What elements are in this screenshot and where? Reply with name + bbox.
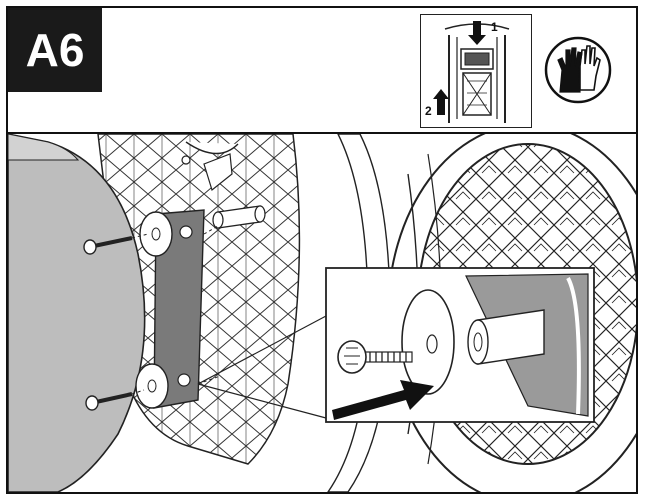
washer-icon: [135, 363, 169, 409]
standoff-post: [467, 309, 545, 365]
magnified-detail-box: [325, 267, 595, 423]
inset-detail-drawing: 1 2: [425, 20, 510, 123]
arrow-icon: [468, 21, 486, 45]
washer-icon: [139, 211, 173, 257]
washer-icon: [401, 289, 455, 395]
mounting-plate: [153, 209, 205, 409]
screw-icon: [83, 233, 149, 255]
assembly-illustration: [8, 134, 636, 492]
screw-icon: [85, 389, 145, 411]
standoff-post: [212, 205, 266, 229]
side-body-panel: [8, 134, 146, 492]
arrow-icon: [332, 380, 434, 420]
inset-arrow-1-label: 1: [491, 20, 498, 34]
arrow-icon: [433, 89, 449, 115]
inset-arrow-2-label: 2: [425, 104, 432, 118]
instruction-frame: A6 1: [6, 6, 638, 494]
gloves-icon: [544, 36, 612, 104]
step-label: A6: [8, 8, 102, 92]
inset-detail-box: 1 2: [420, 14, 532, 128]
screw-icon: [337, 340, 413, 374]
step-header: A6 1: [8, 8, 636, 134]
